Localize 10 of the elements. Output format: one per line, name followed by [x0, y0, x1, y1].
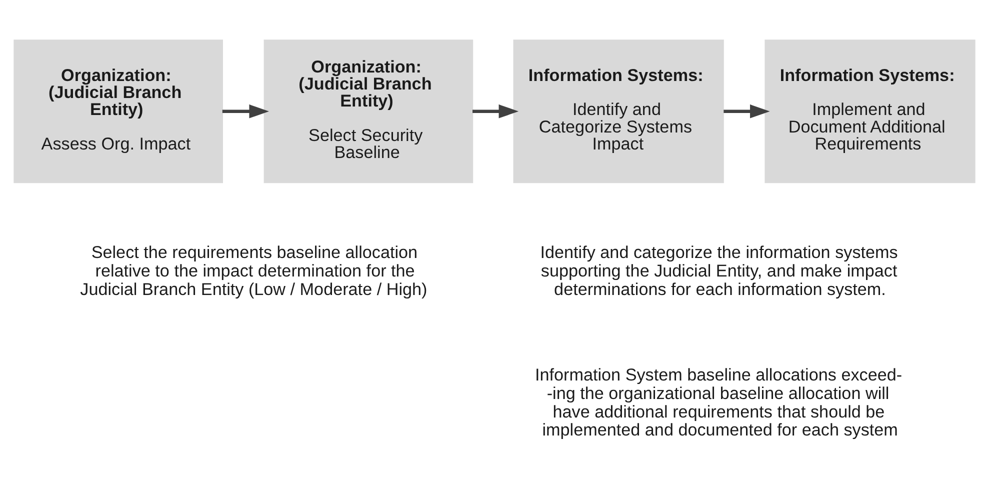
node-box: Information Systems: Implement and Document Additional Requirements	[764, 39, 976, 183]
node-box: Organization: (Judicial Branch Entity) Assess Org. Impact	[14, 39, 223, 183]
label: Identify and categorize the information systems supporting the Judicial Entity, and make impact determinations for each information system.	[540, 242, 898, 298]
arrow	[724, 104, 770, 118]
label: Information System baseline allocations exceed- -ing the organizational baseline allocation will have additional requirements that should be implemented and documented for each system	[534, 364, 902, 440]
node-box: Organization: (Judicial Branch Entity) Select Security Baseline	[264, 39, 474, 183]
arrow	[222, 104, 269, 118]
label: Select the requirements baseline allocation relative to the impact determination for the Judicial Branch Entity (Low / Moderate / High)	[80, 242, 428, 298]
arrow	[472, 104, 519, 118]
node-box: Information Systems: Identify and Categorize Systems Impact	[513, 39, 724, 183]
